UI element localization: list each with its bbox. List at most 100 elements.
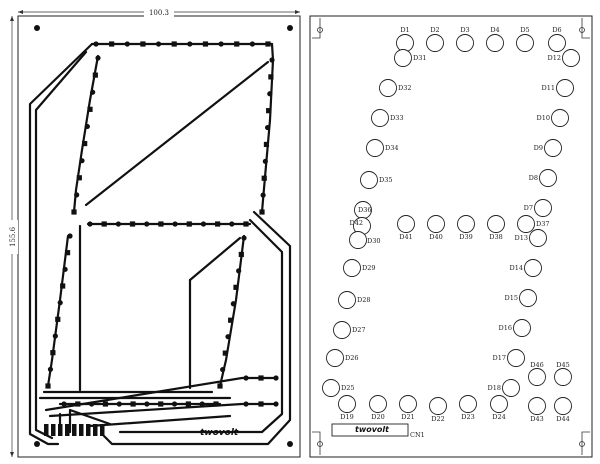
led-d22: D22 [429, 397, 447, 423]
width-dimension: 100.3 [18, 7, 300, 17]
solder-pad [158, 221, 164, 227]
led-footprint-circle [426, 34, 444, 52]
solder-pad [262, 158, 268, 164]
led-footprint-circle [551, 109, 569, 127]
led-label: D30 [367, 237, 380, 245]
solder-pad [60, 283, 66, 289]
solder-pad [124, 41, 130, 47]
led-footprint-circle [379, 79, 397, 97]
led-footprint-circle [338, 395, 356, 413]
led-d6: D6 [548, 26, 566, 52]
solder-pad [52, 333, 58, 339]
led-label: D40 [429, 233, 442, 241]
led-d3: D3 [456, 26, 474, 52]
led-d30: D30 [349, 231, 380, 249]
solder-pad [261, 175, 267, 181]
connector-pin [58, 424, 63, 436]
solder-pad [187, 41, 193, 47]
led-footprint-circle [502, 379, 520, 397]
led-label: D46 [530, 361, 543, 369]
solder-pad [269, 57, 275, 63]
solder-pad [199, 401, 205, 407]
solder-pad [265, 41, 271, 47]
led-footprint-circle [343, 259, 361, 277]
led-label: D25 [341, 384, 354, 392]
led-d42: D42 [350, 217, 371, 235]
led-d24: D24 [490, 395, 508, 421]
solder-pad [258, 375, 264, 381]
led-d21: D21 [399, 395, 417, 421]
solder-pad [230, 301, 236, 307]
led-footprint-circle [534, 199, 552, 217]
led-label: D43 [530, 415, 543, 423]
led-d38: D38 [487, 215, 505, 241]
led-footprint-circle [529, 229, 547, 247]
led-d12: D12 [548, 49, 580, 67]
led-footprint-circle [326, 349, 344, 367]
led-label: D41 [399, 233, 412, 241]
led-label: D22 [431, 415, 444, 423]
led-footprint-circle [456, 34, 474, 52]
mounting-hole [287, 25, 293, 31]
solder-pad [202, 41, 209, 47]
led-d10: D10 [537, 109, 569, 127]
led-label: D36 [358, 206, 371, 214]
led-d2: D2 [426, 26, 444, 52]
led-d16: D16 [499, 319, 531, 337]
led-label: D12 [548, 54, 561, 62]
led-d26: D26 [326, 349, 358, 367]
solder-pad [116, 401, 122, 407]
led-d25: D25 [322, 379, 354, 397]
solder-pad [57, 300, 63, 306]
solder-pad [243, 401, 249, 407]
solder-pad [47, 366, 54, 372]
height-dimension: 155.6 [6, 16, 18, 457]
led-label: D2 [430, 26, 439, 34]
solder-pad [264, 124, 271, 131]
led-footprint-circle [507, 349, 525, 367]
led-d35: D35 [360, 171, 392, 189]
led-label: D21 [401, 413, 414, 421]
led-d13: D13 [515, 229, 547, 247]
pcb-logo: twovolt [200, 428, 239, 438]
led-footprint-circle [394, 49, 412, 67]
led-label: D11 [542, 84, 555, 92]
led-footprint-circle [513, 319, 531, 337]
overlay-logo: twovolt [355, 425, 390, 434]
led-label: D5 [520, 26, 529, 34]
solder-pad [263, 141, 270, 148]
overlay-corner-holes [312, 18, 590, 455]
solder-pad [75, 401, 81, 407]
led-d32: D32 [379, 79, 411, 97]
solder-pad [220, 366, 226, 373]
connector-pads [44, 424, 105, 436]
solder-pad [144, 221, 150, 227]
mounting-hole [34, 25, 40, 31]
led-footprint-circle [349, 231, 367, 249]
solder-pad [222, 350, 228, 356]
led-footprint-circle [519, 289, 537, 307]
led-d37: D37 [517, 215, 549, 233]
led-label: D14 [510, 264, 523, 272]
led-label: D20 [371, 413, 384, 421]
solder-pad [215, 221, 221, 227]
led-label: D38 [489, 233, 502, 241]
led-d15: D15 [505, 289, 537, 307]
led-footprint-circle [427, 215, 445, 233]
solder-pad [268, 74, 274, 80]
led-footprint-circle [490, 395, 508, 413]
overlay-outline [309, 15, 593, 458]
solder-pad [158, 401, 164, 407]
solder-pad [273, 375, 279, 381]
solder-pad [258, 401, 264, 407]
led-label: D8 [529, 174, 538, 182]
solder-pad [200, 221, 207, 227]
led-footprint-circle [360, 171, 378, 189]
led-d7: D7 [524, 199, 552, 217]
led-d43: D43 [528, 397, 546, 423]
led-label: D26 [345, 354, 358, 362]
led-footprint-circle [322, 379, 340, 397]
led-d29: D29 [343, 259, 375, 277]
solder-pad [62, 266, 68, 272]
